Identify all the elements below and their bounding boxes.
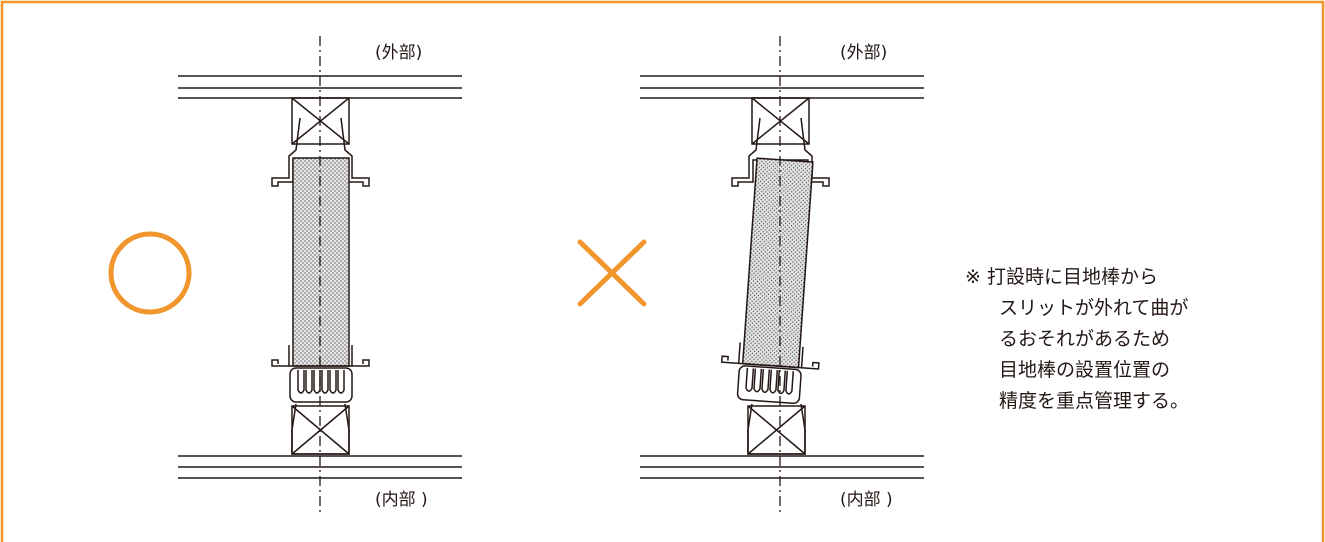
incorrect-detail — [640, 75, 924, 479]
label-interior-left: (内部 ) — [375, 490, 428, 510]
note-line-4: 目地棒の設置位置の — [999, 359, 1170, 381]
note-line-1: ※ 打設時に目地棒から — [965, 266, 1158, 288]
bottom-clip — [271, 345, 370, 367]
comb-joint-right — [736, 365, 802, 405]
slit-panel — [292, 157, 350, 367]
correct-circle-icon — [108, 231, 192, 315]
note-text: ※ 打設時に目地棒から スリットが外れて曲が るおそれがあるため 目地棒の設置位… — [965, 266, 1189, 412]
note-line-3: るおそれがあるため — [999, 328, 1170, 350]
bottom-joint-bar-right — [747, 403, 806, 455]
note-line-2: スリットが外れて曲が — [999, 297, 1188, 319]
label-exterior-left: (外部) — [375, 43, 422, 63]
label-interior-right: (内部 ) — [840, 490, 893, 510]
incorrect-cross-icon — [577, 239, 647, 307]
note-line-5: 精度を重点管理する。 — [999, 390, 1189, 412]
correct-detail — [178, 75, 462, 479]
bottom-clip-right — [720, 342, 820, 370]
comb-joint — [289, 367, 353, 403]
slit-panel-tilted — [741, 157, 814, 369]
label-exterior-right: (外部) — [840, 43, 887, 63]
